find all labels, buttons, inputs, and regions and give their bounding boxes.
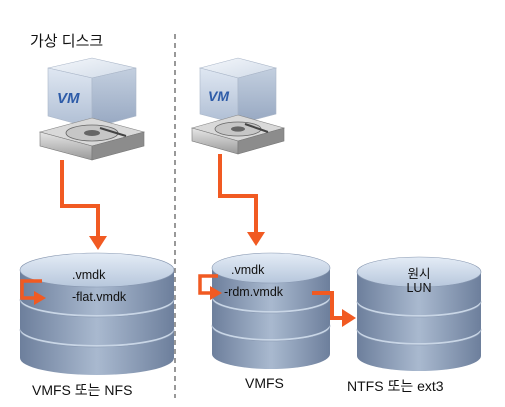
bracket-left-head: [34, 291, 46, 305]
bracket-middle-head: [210, 286, 222, 300]
raw-lun-cylinder: [356, 256, 482, 371]
file-flat-vmdk: -flat.vmdk: [72, 290, 127, 304]
hard-disk-icon-left: [38, 117, 146, 161]
file-vmdk-middle: .vmdk: [231, 263, 265, 277]
bracket-left: [20, 279, 42, 300]
vm-icon-middle: VM: [198, 57, 278, 125]
raw-lun-label-line1: 원시: [407, 267, 431, 281]
middle-store-label: VMFS: [245, 375, 284, 391]
arrow-rdm-to-lun: [312, 291, 344, 320]
vm-icon-left: VM: [47, 57, 137, 129]
bracket-middle: [198, 274, 218, 295]
arrow-left-head: [89, 236, 107, 250]
arrow-left-disk-to-store: [60, 160, 100, 238]
arrow-middle-disk-to-store: [218, 154, 258, 234]
virtual-disk-title: 가상 디스크: [30, 33, 104, 50]
datastore-cylinder-middle: [211, 252, 331, 369]
arrow-rdm-to-lun-head: [342, 309, 356, 327]
raw-lun-label-line2: LUN: [406, 281, 432, 295]
file-vmdk-left: .vmdk: [72, 268, 106, 282]
hard-disk-icon-middle: [190, 114, 286, 155]
file-rdm-vmdk: -rdm.vmdk: [224, 285, 284, 299]
left-store-label: VMFS 또는 NFS: [32, 382, 133, 398]
vm-badge-middle: VM: [208, 88, 229, 104]
vm-badge-left: VM: [57, 90, 80, 107]
arrow-middle-head: [247, 232, 265, 246]
right-store-label: NTFS 또는 ext3: [347, 378, 444, 394]
datastore-cylinder-left: [19, 252, 175, 375]
